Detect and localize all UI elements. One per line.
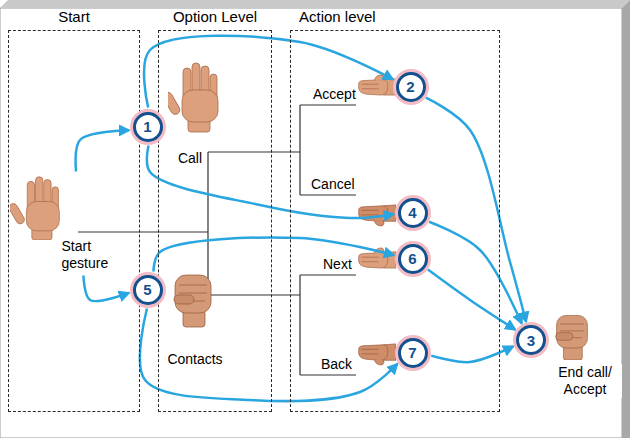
flow-arrow <box>429 222 522 324</box>
flow-arrow <box>154 238 394 272</box>
frame-panel <box>0 8 622 438</box>
hand-figure <box>8 177 60 240</box>
hand-figure <box>359 344 396 365</box>
step-circle: 6 <box>398 244 428 274</box>
gesture-label: Back <box>320 356 353 373</box>
flow-arrow <box>140 308 397 401</box>
level-heading: Start <box>58 8 90 26</box>
flow-arrow <box>144 36 393 108</box>
gesture-label: Call <box>177 150 203 167</box>
flow-arrow <box>76 130 129 171</box>
callout-number: 6 <box>408 251 416 266</box>
flow-arrow <box>147 145 394 218</box>
callout-number: 2 <box>406 79 414 94</box>
gesture-label: End call/ Accept <box>548 364 622 398</box>
callout-number: 4 <box>408 205 416 220</box>
flow-arrow <box>83 276 128 302</box>
gesture-label: Next <box>322 256 353 273</box>
hand-figure <box>174 275 211 327</box>
flow-arrow <box>431 346 513 362</box>
step-circle: 3 <box>516 325 546 355</box>
gesture-label: Start gesture <box>62 238 128 272</box>
level-heading: Option Level <box>173 8 257 26</box>
step-circle: 4 <box>398 198 428 228</box>
callout-number: 7 <box>408 345 416 360</box>
flow-arrow <box>428 270 515 330</box>
flow-arrow <box>426 98 526 322</box>
gesture-label: Accept <box>312 86 357 103</box>
step-circle: 7 <box>398 338 428 368</box>
level-region: StartStart gesture <box>8 30 140 412</box>
frame-edge <box>622 0 630 438</box>
step-circle: 2 <box>396 72 426 102</box>
frame-edge <box>0 0 630 8</box>
callout-number: 5 <box>143 282 151 297</box>
hand-figure <box>556 315 588 360</box>
gesture-label: Contacts <box>166 351 223 368</box>
gesture-figure: Start gesture <box>8 172 132 276</box>
hand-figure <box>162 63 218 132</box>
step-circle: 5 <box>133 275 163 305</box>
step-circle: 1 <box>133 112 163 142</box>
gesture-label: Cancel <box>310 176 356 193</box>
level-heading: Action level <box>299 8 376 26</box>
callout-number: 3 <box>527 333 535 348</box>
callout-number: 1 <box>143 119 151 134</box>
